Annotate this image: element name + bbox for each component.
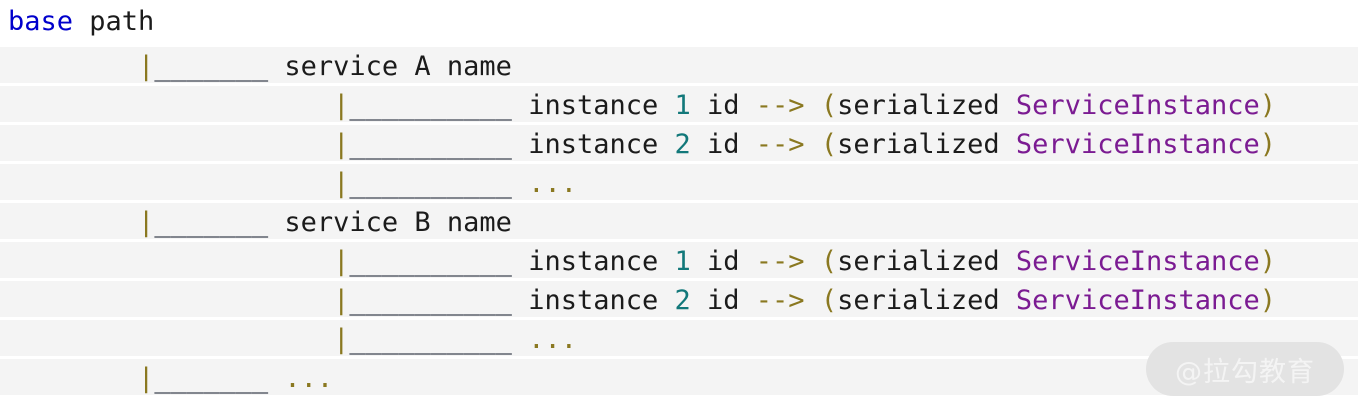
token bbox=[8, 285, 333, 316]
token: instance bbox=[511, 285, 675, 316]
token: ) bbox=[1259, 285, 1277, 316]
token bbox=[268, 363, 284, 394]
token: | bbox=[138, 51, 155, 82]
token: ServiceInstance bbox=[1015, 246, 1260, 277]
token bbox=[805, 246, 821, 277]
token: service B name bbox=[268, 207, 512, 238]
line-service-b-instance-2: |__________ instance 2 id --> (serialize… bbox=[0, 278, 1358, 317]
token: | bbox=[333, 324, 350, 355]
token bbox=[8, 51, 138, 82]
token: instance bbox=[511, 129, 675, 160]
token: 1 bbox=[674, 90, 691, 121]
token: id bbox=[690, 246, 756, 277]
token bbox=[8, 246, 333, 277]
token bbox=[805, 285, 821, 316]
token bbox=[512, 168, 528, 199]
token: | bbox=[333, 129, 350, 160]
line-service-more: |_______ ... bbox=[0, 356, 1358, 395]
token: ( bbox=[820, 129, 838, 160]
token: ) bbox=[1259, 129, 1277, 160]
line-service-b: |_______ service B name bbox=[0, 200, 1358, 239]
token bbox=[8, 324, 333, 355]
token: serialized bbox=[837, 129, 1016, 160]
token: ( bbox=[820, 285, 838, 316]
token: id bbox=[690, 129, 756, 160]
line-service-b-instance-more: |__________ ... bbox=[0, 317, 1358, 356]
token bbox=[8, 129, 333, 160]
token: ServiceInstance bbox=[1015, 90, 1260, 121]
token bbox=[8, 168, 333, 199]
line-base-path: base path bbox=[0, 0, 1358, 44]
token: _______ bbox=[154, 207, 269, 238]
token bbox=[8, 363, 138, 394]
token: --> bbox=[755, 90, 805, 121]
token: serialized bbox=[837, 90, 1016, 121]
token: ( bbox=[820, 90, 838, 121]
token: ( bbox=[820, 246, 838, 277]
token: ... bbox=[284, 363, 334, 394]
token: instance bbox=[511, 246, 675, 277]
token: __________ bbox=[349, 324, 512, 355]
token: 2 bbox=[674, 285, 691, 316]
token: __________ bbox=[349, 285, 512, 316]
code-block: base path |_______ service A name |_____… bbox=[0, 0, 1358, 395]
token: _______ bbox=[154, 363, 269, 394]
token: instance bbox=[511, 90, 675, 121]
token: 2 bbox=[674, 129, 691, 160]
token: base bbox=[8, 6, 74, 37]
token: | bbox=[333, 168, 350, 199]
token: ... bbox=[528, 168, 577, 199]
token: | bbox=[138, 207, 155, 238]
token bbox=[8, 207, 138, 238]
token: | bbox=[138, 363, 155, 394]
token: __________ bbox=[349, 90, 512, 121]
line-service-a-instance-1: |__________ instance 1 id --> (serialize… bbox=[0, 83, 1358, 122]
token bbox=[512, 324, 528, 355]
token: id bbox=[690, 285, 756, 316]
token bbox=[805, 129, 821, 160]
token: service A name bbox=[268, 51, 512, 82]
line-service-a: |_______ service A name bbox=[0, 44, 1358, 83]
token: __________ bbox=[349, 129, 512, 160]
line-service-b-instance-1: |__________ instance 1 id --> (serialize… bbox=[0, 239, 1358, 278]
token: id bbox=[690, 90, 756, 121]
token: | bbox=[333, 90, 350, 121]
token: serialized bbox=[837, 285, 1016, 316]
token: --> bbox=[755, 129, 805, 160]
line-service-a-instance-2: |__________ instance 2 id --> (serialize… bbox=[0, 122, 1358, 161]
token: | bbox=[333, 285, 350, 316]
token: __________ bbox=[349, 168, 512, 199]
token: ServiceInstance bbox=[1015, 285, 1260, 316]
token: ) bbox=[1259, 246, 1277, 277]
token: | bbox=[333, 246, 350, 277]
token: _______ bbox=[154, 51, 269, 82]
token: ... bbox=[528, 324, 577, 355]
token: path bbox=[73, 6, 155, 37]
token: ServiceInstance bbox=[1015, 129, 1260, 160]
token bbox=[805, 90, 821, 121]
token: ) bbox=[1259, 90, 1277, 121]
token: 1 bbox=[674, 246, 691, 277]
token: --> bbox=[755, 285, 805, 316]
token: __________ bbox=[349, 246, 512, 277]
line-service-a-instance-more: |__________ ... bbox=[0, 161, 1358, 200]
token: --> bbox=[755, 246, 805, 277]
token bbox=[8, 90, 333, 121]
token: serialized bbox=[837, 246, 1016, 277]
